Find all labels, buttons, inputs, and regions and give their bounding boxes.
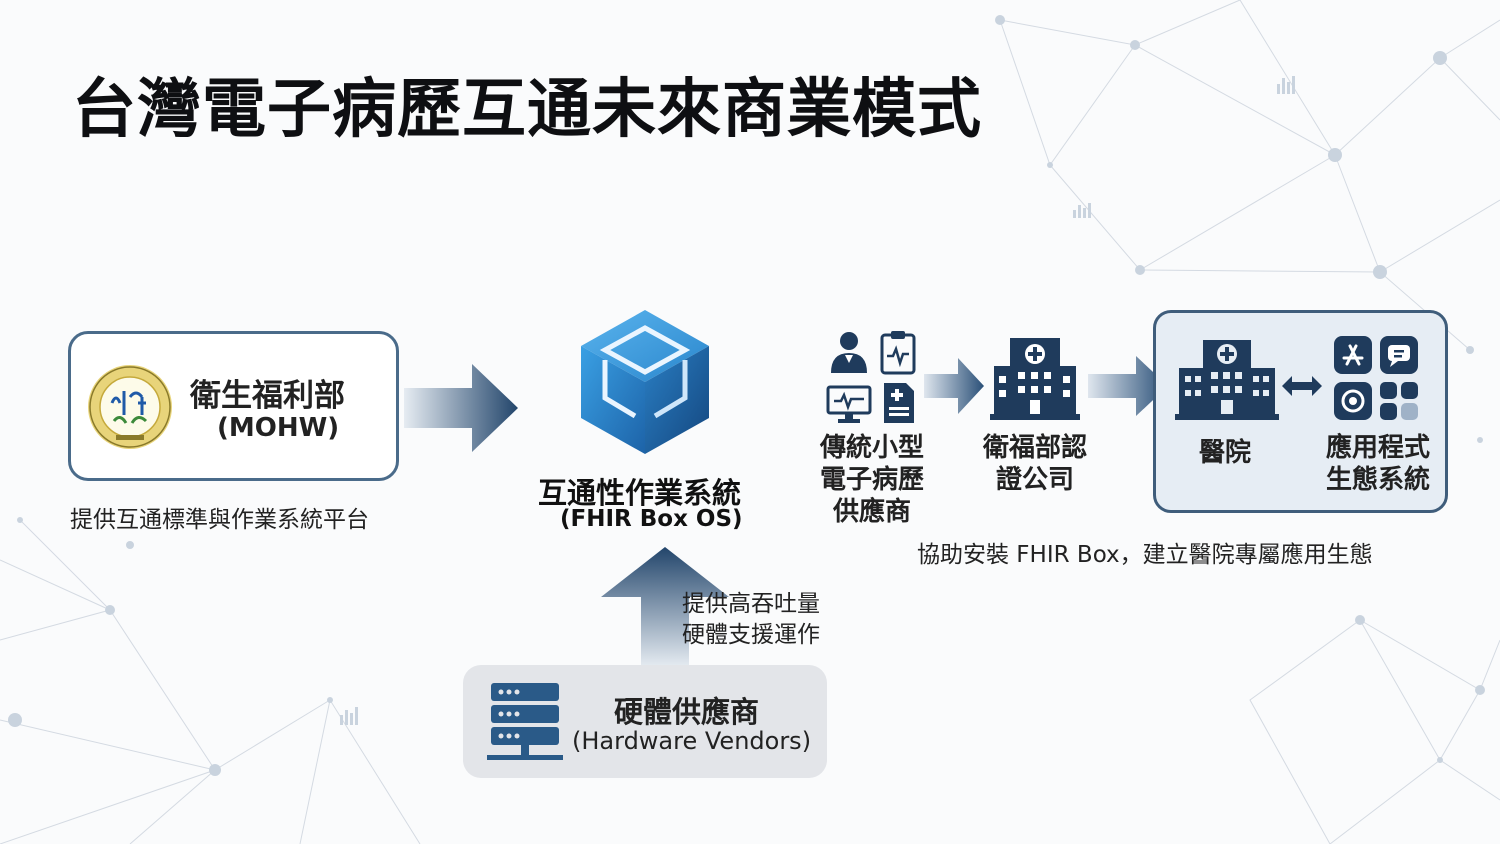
mohw-logo [88, 365, 172, 449]
mohw-name-en: (MOHW) [217, 413, 340, 443]
ecosystem-caption: 協助安裝 FHIR Box，建立醫院專屬應用生態 [917, 542, 1373, 568]
doctor-icon [831, 332, 867, 373]
server-icon [487, 683, 563, 760]
app-ecosystem-line1: 應用程式 [1325, 433, 1430, 463]
hardware-vendor-name-en: (Hardware Vendors) [572, 727, 812, 755]
certified-line1: 衛福部認 [982, 433, 1087, 463]
cube-icon [581, 310, 709, 454]
building-icon [990, 338, 1080, 420]
hardware-note-line2: 硬體支援運作 [682, 622, 820, 648]
certified-line2: 證公司 [995, 465, 1074, 495]
chat-icon [1380, 336, 1418, 374]
grid-icon [1380, 382, 1418, 420]
clipboard-icon [880, 331, 916, 375]
double-arrow-icon [1282, 376, 1322, 396]
fhir-box-subtitle: (FHIR Box OS) [560, 506, 743, 532]
page-title: 台灣電子病歷互通未來商業模式 [72, 73, 982, 147]
hardware-note: 提供高吞吐量 硬體支援運作 [682, 589, 820, 651]
mohw-caption: 提供互通標準與作業系統平台 [70, 507, 369, 533]
mohw-name: 衛生福利部 [190, 378, 345, 414]
document-icon [884, 383, 914, 423]
arrow-right-medium-icon [1088, 356, 1168, 416]
app-ecosystem-label: 應用程式 生態系統 [1318, 432, 1438, 496]
settings-icon [1334, 382, 1372, 420]
arrow-right-icon [404, 364, 518, 452]
monitor-icon [826, 385, 872, 423]
hardware-vendor-name: 硬體供應商 [614, 695, 760, 729]
emr-vendor-label: 傳統小型 電子病歷 供應商 [812, 432, 932, 528]
emr-vendor-line2: 電子病歷 [819, 465, 924, 495]
hospital-label: 醫院 [1198, 438, 1251, 468]
app-ecosystem-line2: 生態系統 [1325, 465, 1430, 495]
certified-company-label: 衛福部認 證公司 [975, 432, 1095, 496]
hardware-note-line1: 提供高吞吐量 [682, 591, 820, 617]
arrow-right-small-icon [924, 358, 984, 414]
arrow-up-icon [601, 547, 729, 667]
fhir-box-title: 互通性作業系統 [538, 476, 742, 510]
emr-vendor-line1: 傳統小型 [819, 433, 924, 463]
app-store-icon [1334, 336, 1372, 374]
hospital-icon [1175, 340, 1279, 420]
emr-vendor-line3: 供應商 [832, 497, 911, 527]
